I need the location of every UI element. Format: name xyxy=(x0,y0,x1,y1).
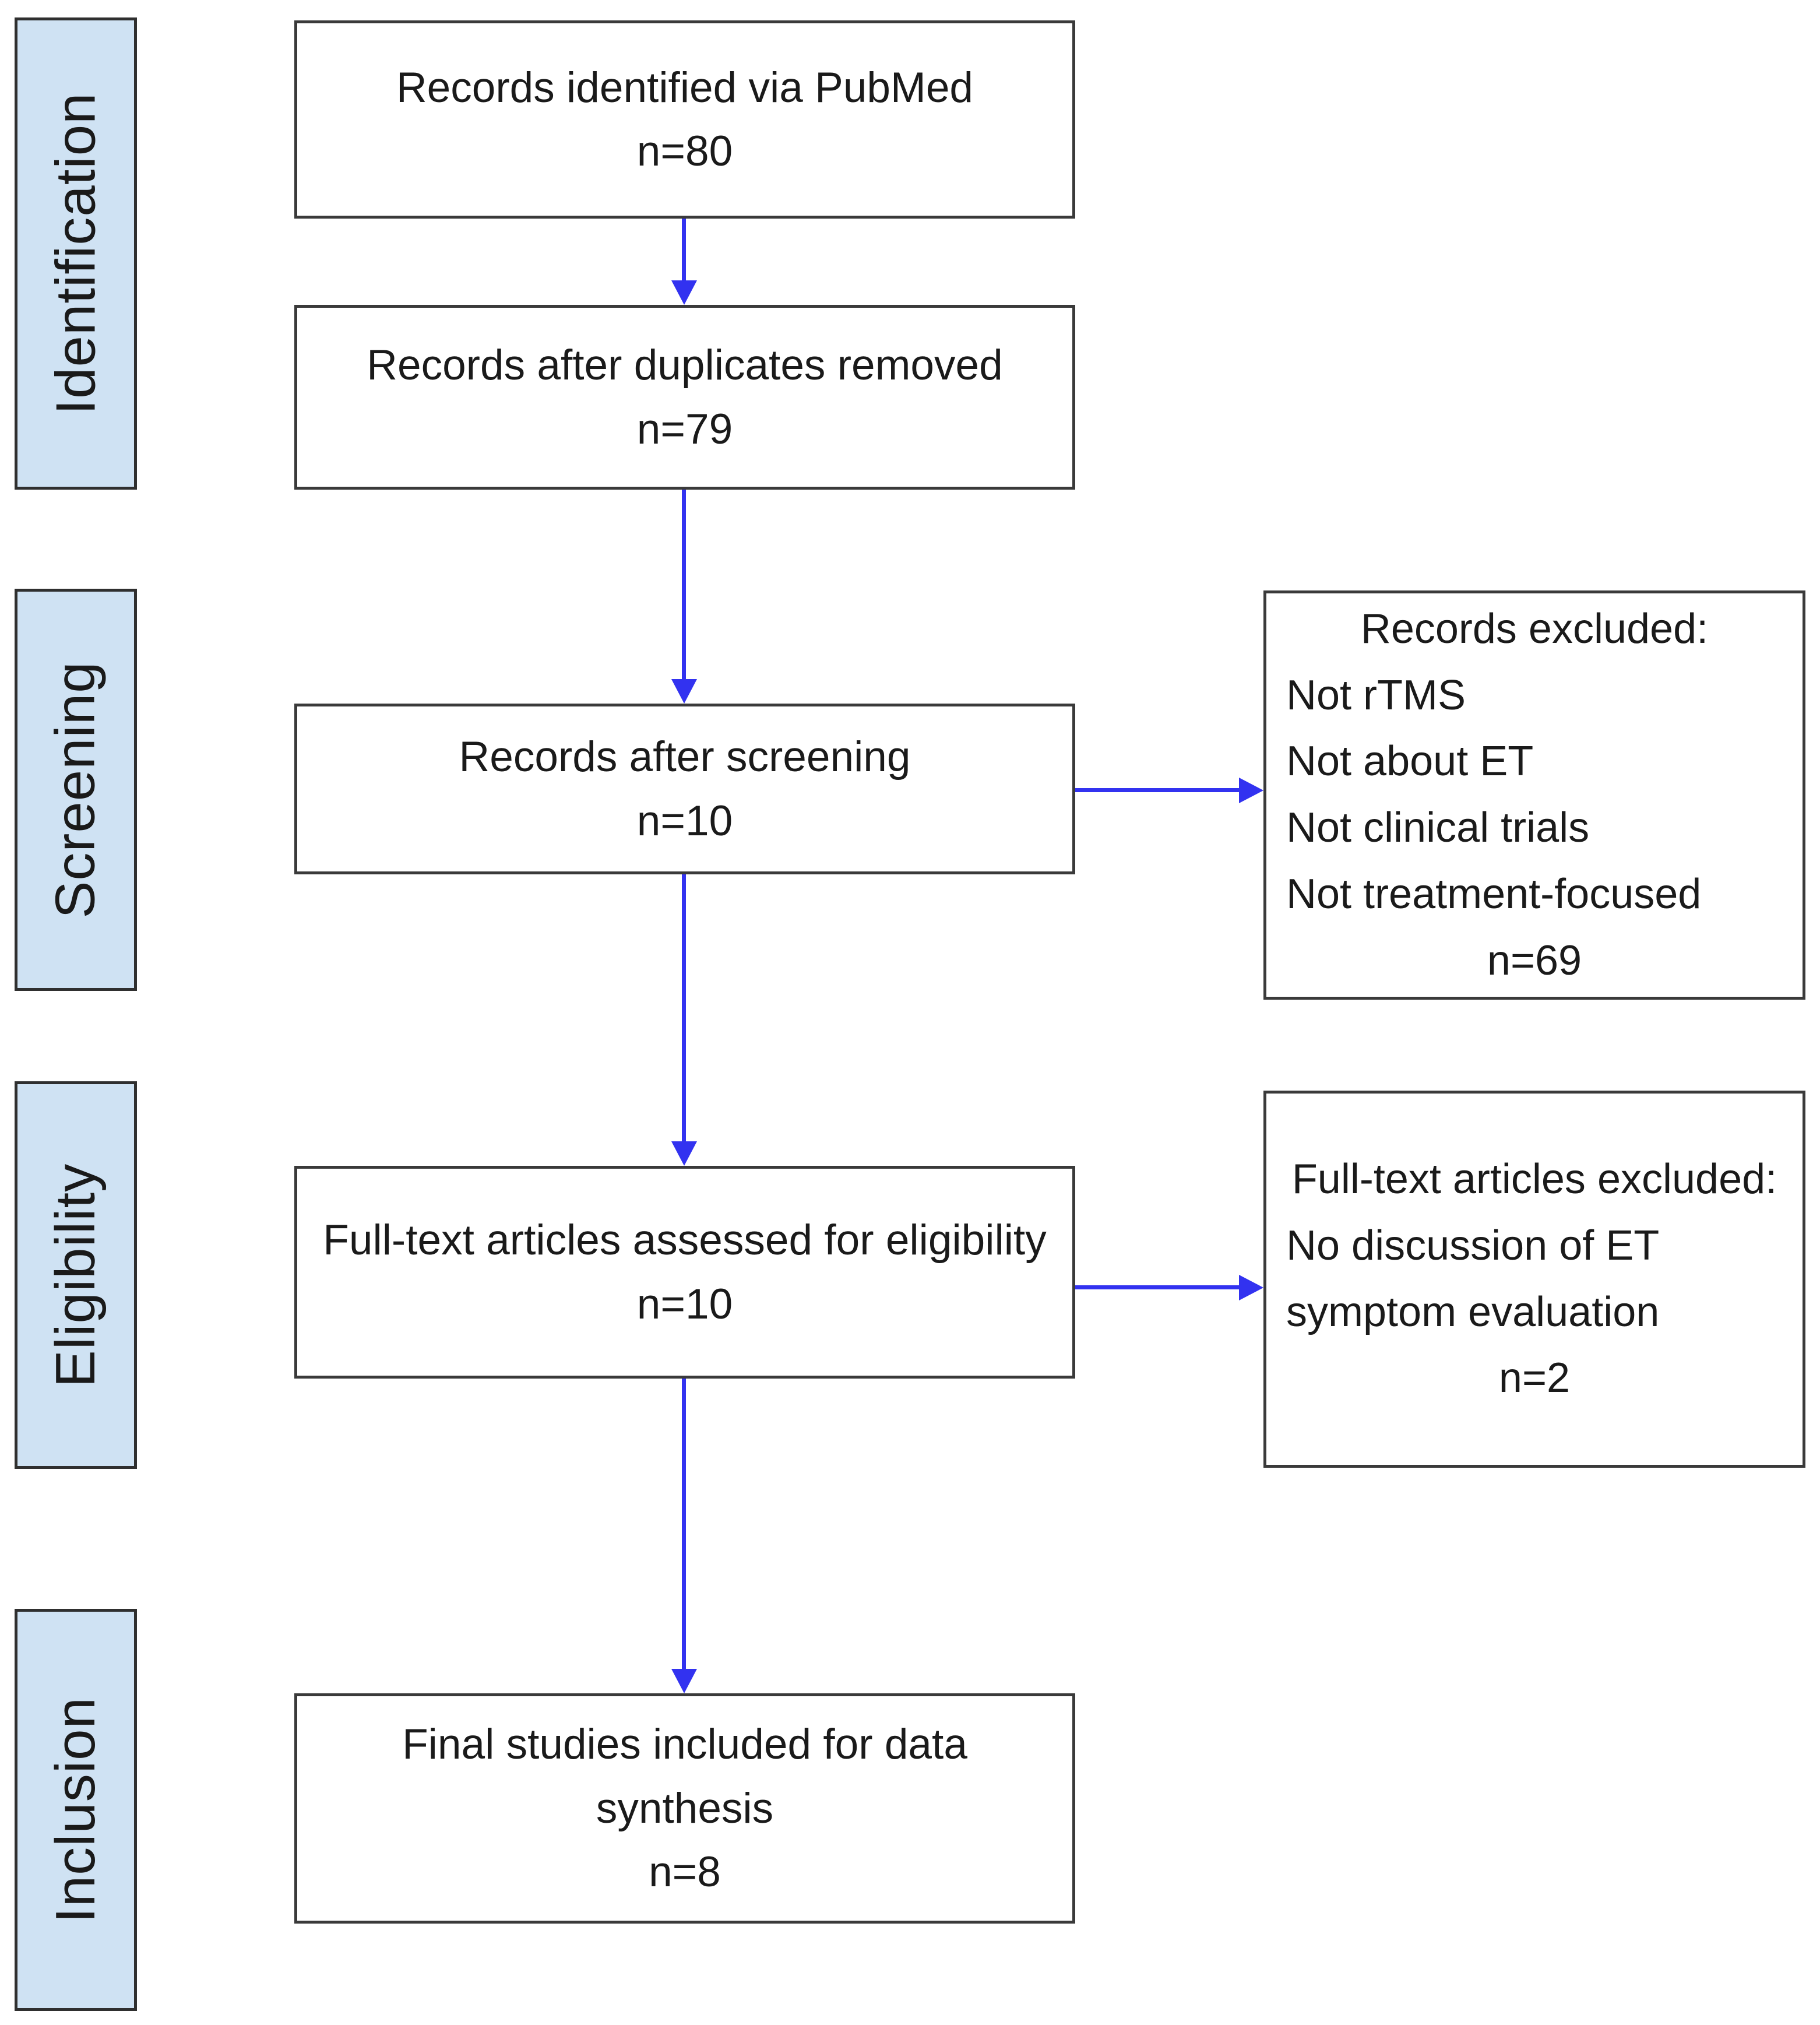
stage-label-eligibility: Eligibility xyxy=(15,1081,137,1469)
exclusion-count: n=69 xyxy=(1487,937,1582,984)
flow-box-count: n=8 xyxy=(649,1848,721,1896)
arrow-fulltext-to-final-line xyxy=(682,1379,686,1670)
exclusion-reason: Not about ET xyxy=(1286,738,1534,785)
exclusion-title: Records excluded: xyxy=(1360,605,1709,652)
flow-box-final-included: Final studies included for data synthesi… xyxy=(294,1693,1075,1924)
stage-label-screening: Screening xyxy=(15,589,137,991)
flow-box-text: Records after screening xyxy=(459,733,911,781)
stage-label-inclusion: Inclusion xyxy=(15,1609,137,2011)
flow-box-text: Records after duplicates removed xyxy=(367,342,1003,389)
stage-label-eligibility-text: Eligibility xyxy=(44,1163,107,1387)
stage-label-screening-text: Screening xyxy=(44,661,107,919)
flow-box-count: n=79 xyxy=(636,405,733,453)
arrow-fulltext-to-excluded-line xyxy=(1075,1285,1241,1289)
exclusion-reason: Not treatment-focused xyxy=(1286,870,1702,917)
stage-label-inclusion-text: Inclusion xyxy=(44,1697,107,1923)
arrow-fulltext-to-final-head xyxy=(671,1669,697,1693)
arrow-screened-to-fulltext-head xyxy=(671,1141,697,1166)
exclusion-reason: No discussion of ET symptom evaluation xyxy=(1286,1222,1660,1335)
arrow-screened-to-fulltext-line xyxy=(682,874,686,1142)
exclusion-title: Full-text articles excluded: xyxy=(1291,1156,1777,1203)
arrow-fulltext-to-excluded-head xyxy=(1239,1275,1263,1300)
flow-box-text: Records identified via PubMed xyxy=(396,64,974,111)
arrow-deduplicated-to-screened-head xyxy=(671,679,697,704)
arrow-identified-to-deduplicated-line xyxy=(682,219,686,282)
arrow-screened-to-excluded-line xyxy=(1075,788,1241,792)
arrow-screened-to-excluded-head xyxy=(1239,778,1263,803)
flow-box-text: Full-text articles assessed for eligibil… xyxy=(323,1217,1047,1264)
flow-box-records-screened: Records after screening n=10 xyxy=(294,704,1075,874)
exclusion-box-records: Records excluded: Not rTMS Not about ET … xyxy=(1263,590,1805,1000)
flow-box-fulltext-assessed: Full-text articles assessed for eligibil… xyxy=(294,1166,1075,1379)
exclusion-box-fulltext: Full-text articles excluded: No discussi… xyxy=(1263,1091,1805,1468)
flow-box-count: n=10 xyxy=(636,1280,733,1328)
flow-box-duplicates-removed: Records after duplicates removed n=79 xyxy=(294,305,1075,490)
flow-box-count: n=10 xyxy=(636,797,733,845)
stage-label-identification: Identification xyxy=(15,17,137,490)
arrow-deduplicated-to-screened-line xyxy=(682,490,686,680)
flow-box-count: n=80 xyxy=(636,128,733,175)
arrow-identified-to-deduplicated-head xyxy=(671,280,697,305)
exclusion-count: n=2 xyxy=(1498,1355,1571,1402)
exclusion-reason: Not rTMS xyxy=(1286,672,1466,719)
flow-box-text: Final studies included for data synthesi… xyxy=(402,1721,967,1832)
stage-label-identification-text: Identification xyxy=(44,92,107,415)
flow-box-records-identified: Records identified via PubMed n=80 xyxy=(294,20,1075,219)
exclusion-reason: Not clinical trials xyxy=(1286,804,1590,851)
